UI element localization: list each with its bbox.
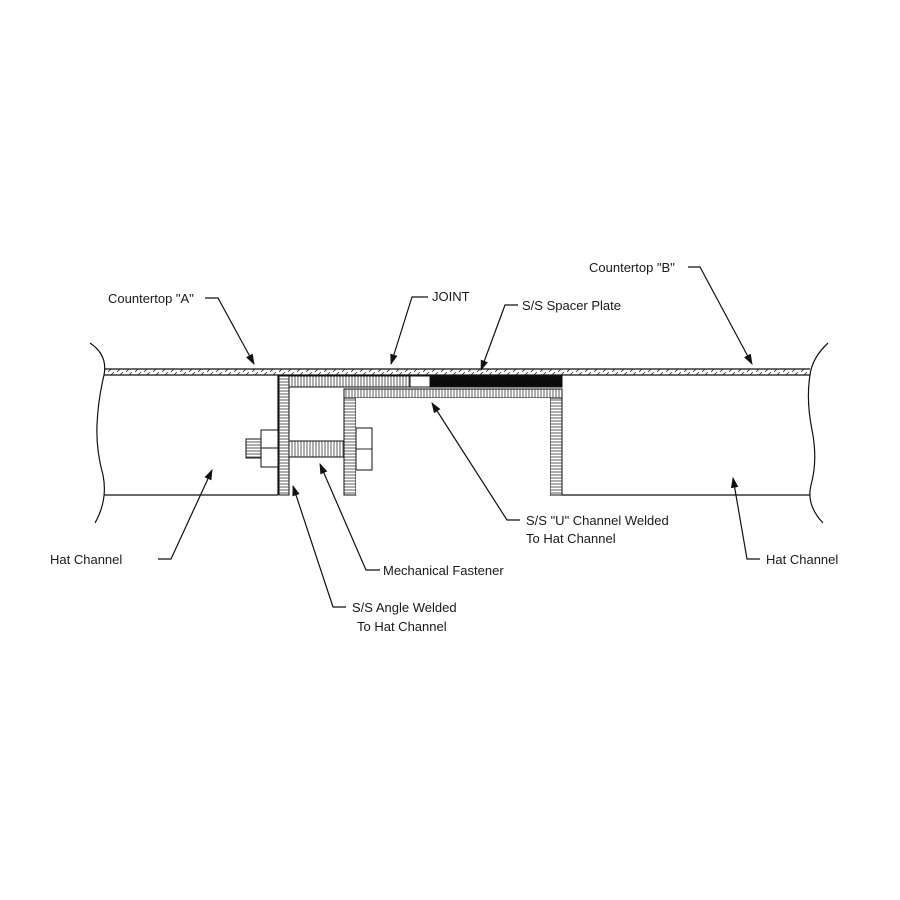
hat-channel-right-shape — [562, 342, 829, 524]
label-countertop-b: Countertop "B" — [589, 260, 675, 275]
ss-u-channel-shape — [343, 388, 563, 496]
label-joint: JOINT — [432, 289, 470, 304]
label-countertop-a: Countertop "A" — [108, 291, 194, 306]
mechanical-fastener-shape — [245, 427, 373, 471]
label-ss-angle-line2: To Hat Channel — [357, 619, 447, 634]
label-spacer-plate: S/S Spacer Plate — [522, 298, 621, 313]
label-ss-angle-line1: S/S Angle Welded — [352, 600, 457, 615]
label-mechanical-fastener: Mechanical Fastener — [383, 563, 504, 578]
countertop-surface — [104, 368, 810, 376]
label-u-channel-line1: S/S "U" Channel Welded — [526, 513, 669, 528]
label-hat-channel-right: Hat Channel — [766, 552, 838, 567]
label-u-channel-line2: To Hat Channel — [526, 531, 616, 546]
label-hat-channel-left: Hat Channel — [50, 552, 122, 567]
leader-lines — [158, 266, 760, 608]
ss-spacer-plate-shape — [429, 375, 563, 388]
